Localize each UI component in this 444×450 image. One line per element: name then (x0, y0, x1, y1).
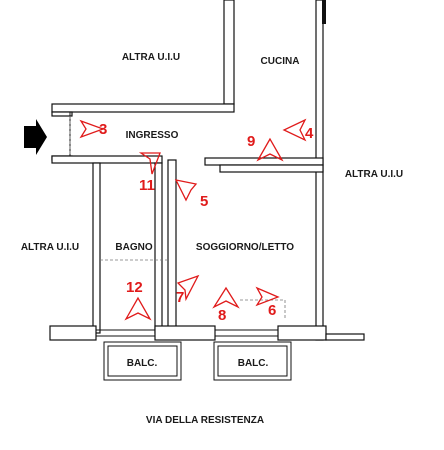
camera-viewpoint-icon (174, 179, 198, 202)
camera-viewpoint-icon (282, 118, 307, 142)
camera-viewpoint-icon (138, 152, 161, 175)
viewpoint-label-12: 12 (126, 279, 143, 296)
soggiorno-dashed-line (240, 299, 286, 318)
viewpoints: 3 4 9 11 5 12 7 8 6 (79, 118, 314, 324)
balcony-right (213, 341, 292, 381)
room-label-altra-uiu-left: ALTRA U.I.U (21, 242, 79, 253)
wall-bottom-middle (154, 325, 216, 341)
wall-bottom-left (49, 325, 97, 341)
room-label-bagno: BAGNO (115, 242, 152, 253)
balcony-right-inner (217, 345, 288, 377)
camera-viewpoint-icon (212, 286, 240, 309)
wall-entry-top (51, 111, 73, 117)
viewpoint-label-3: 3 (99, 121, 107, 138)
viewpoint-label-8: 8 (218, 307, 226, 324)
viewpoint-label-5: 5 (200, 193, 208, 210)
wall-ingresso-bottom-left (51, 155, 163, 164)
wall-bottom-right-a (277, 325, 327, 341)
wall-bagno-left (92, 162, 101, 334)
room-label-altra-uiu-right: ALTRA U.I.U (345, 169, 403, 180)
camera-viewpoint-icon (124, 296, 152, 321)
wall-kitchen-left-vertical (223, 0, 235, 105)
entrance-arrow-icon (24, 119, 47, 155)
viewpoint-label-9: 9 (247, 133, 255, 150)
wall-kitchen-bottom-2 (219, 164, 324, 173)
viewpoint-label-6: 6 (268, 302, 276, 319)
camera-viewpoint-icon (79, 119, 105, 139)
room-label-ingresso: INGRESSO (126, 130, 179, 141)
walls (49, 0, 365, 341)
viewpoint-label-4: 4 (305, 125, 314, 142)
room-label-cucina: CUCINA (261, 56, 300, 67)
wall-bagno-right (154, 162, 163, 334)
room-label-altra-uiu-top: ALTRA U.I.U (122, 52, 180, 63)
viewpoint-label-7: 7 (176, 289, 184, 306)
balcony-left (103, 341, 182, 381)
camera-viewpoint-icon (176, 274, 200, 302)
wall-soggiorno-left (167, 159, 177, 334)
balcony-left-inner (107, 345, 178, 377)
wall-bottom-right-b (325, 333, 365, 341)
camera-viewpoint-icon (255, 286, 280, 307)
balcony-label-left: BALC. (127, 358, 158, 369)
room-label-soggiorno-letto: SOGGIORNO/LETTO (196, 242, 294, 253)
balconies (103, 341, 292, 381)
wall-kitchen-bottom (204, 157, 324, 166)
balcony-label-right: BALC. (238, 358, 269, 369)
wall-right-cap (322, 0, 326, 24)
camera-viewpoint-icon (256, 137, 284, 162)
wall-ingresso-top (51, 103, 235, 113)
street-label: VIA DELLA RESISTENZA (146, 415, 264, 426)
viewpoint-label-11: 11 (139, 177, 155, 194)
